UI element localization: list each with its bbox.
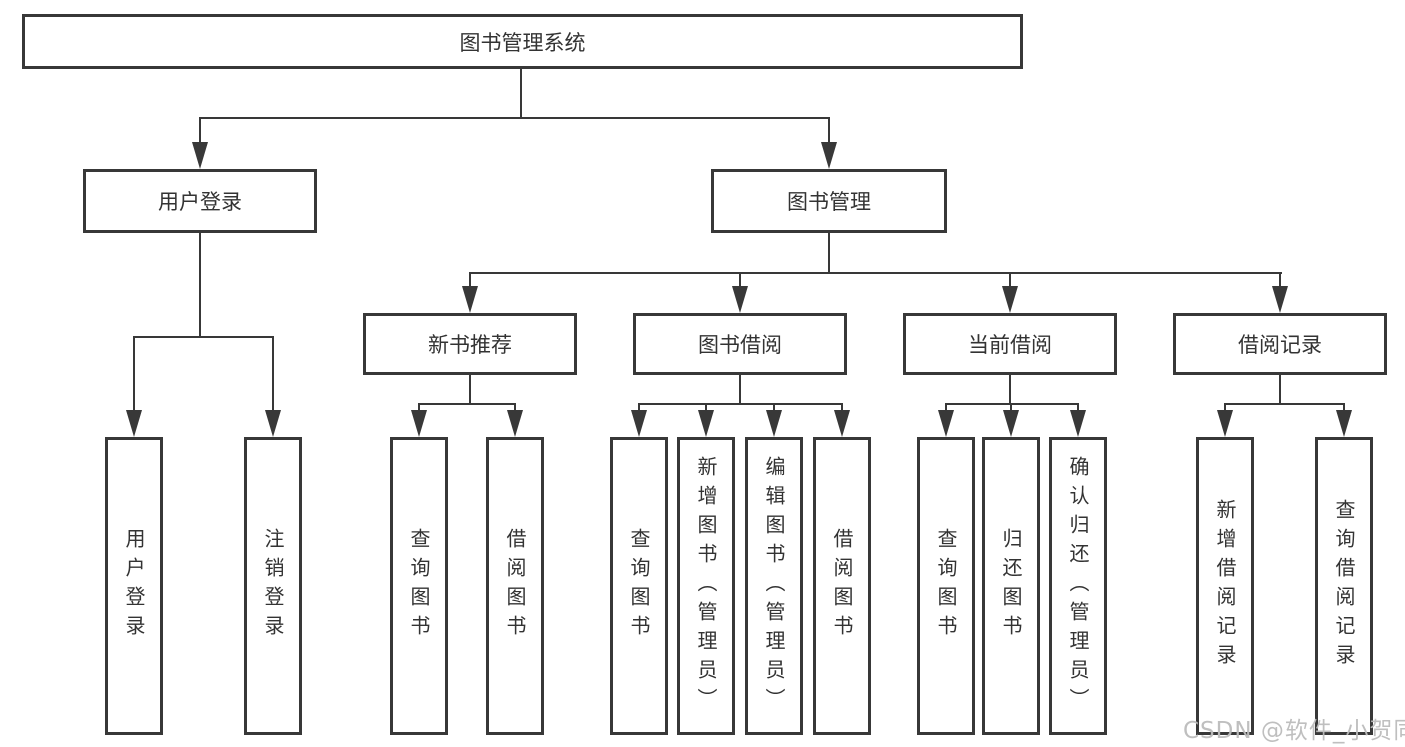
arrow-to-leaf-add-borrow-record xyxy=(1217,410,1233,437)
connector-to-leaf-query-books-borrowing xyxy=(638,403,640,413)
leaf-query-borrow-record: 查询借阅记录 xyxy=(1315,437,1373,735)
connector-to-leaf-query-books-recommend xyxy=(418,403,420,413)
leaf-user-login: 用户登录 xyxy=(105,437,163,735)
connector-to-leaf-add-books xyxy=(705,403,707,413)
connector-book-management-stem xyxy=(828,233,830,274)
connector-to-new-book-recommendation xyxy=(469,272,471,289)
leaf-query-books-recommend: 查询图书 xyxy=(390,437,448,735)
leaf-edit-books-admin: 编辑图书（管理员） xyxy=(745,437,803,735)
node-label: 图书管理 xyxy=(787,190,871,214)
arrow-to-user-login xyxy=(192,142,208,169)
connector-current-rail xyxy=(945,403,1079,405)
connector-borrowing-stem xyxy=(739,375,741,405)
arrow-to-leaf-query-books-current xyxy=(938,410,954,437)
connector-to-current-borrowing xyxy=(1009,272,1011,289)
connector-to-leaf-user-login xyxy=(133,336,135,413)
arrow-to-leaf-confirm-return xyxy=(1070,410,1086,437)
connector-records-stem xyxy=(1279,375,1281,405)
connector-to-book-management xyxy=(828,117,830,144)
leaf-query-books-borrowing: 查询图书 xyxy=(610,437,668,735)
leaf-label: 借阅图书 xyxy=(830,528,854,644)
connector-to-leaf-borrow-books-recommend xyxy=(514,403,516,413)
connector-book-management-rail xyxy=(469,272,1282,274)
connector-to-borrowing-records xyxy=(1279,272,1281,289)
leaf-borrow-books-borrowing: 借阅图书 xyxy=(813,437,871,735)
leaf-label: 新增图书（管理员） xyxy=(694,455,718,717)
connector-to-leaf-edit-books xyxy=(773,403,775,413)
arrow-to-leaf-add-books xyxy=(698,410,714,437)
connector-to-leaf-borrow-books-borrowing xyxy=(841,403,843,413)
leaf-label: 查询图书 xyxy=(934,528,958,644)
connector-user-login-stem xyxy=(199,233,201,338)
arrow-to-leaf-return-books xyxy=(1003,410,1019,437)
leaf-label: 编辑图书（管理员） xyxy=(762,455,786,717)
connector-to-leaf-add-borrow-record xyxy=(1224,403,1226,413)
leaf-confirm-return-admin: 确认归还（管理员） xyxy=(1049,437,1107,735)
connector-to-user-login xyxy=(199,117,201,144)
connector-to-leaf-query-books-current xyxy=(945,403,947,413)
node-library-management-system: 图书管理系统 xyxy=(22,14,1023,69)
node-book-borrowing: 图书借阅 xyxy=(633,313,847,375)
connector-current-stem xyxy=(1009,375,1011,405)
connector-to-leaf-logout xyxy=(272,336,274,413)
leaf-add-borrow-record: 新增借阅记录 xyxy=(1196,437,1254,735)
arrow-to-leaf-borrow-books-borrowing xyxy=(834,410,850,437)
node-label: 当前借阅 xyxy=(968,333,1052,357)
arrow-to-new-book-recommendation xyxy=(462,286,478,313)
arrow-to-book-management xyxy=(821,142,837,169)
leaf-add-books-admin: 新增图书（管理员） xyxy=(677,437,735,735)
node-label: 借阅记录 xyxy=(1238,333,1322,357)
node-current-borrowing: 当前借阅 xyxy=(903,313,1117,375)
connector-user-login-rail xyxy=(133,336,274,338)
leaf-borrow-books-recommend: 借阅图书 xyxy=(486,437,544,735)
leaf-label: 确认归还（管理员） xyxy=(1066,455,1090,717)
leaf-label: 查询图书 xyxy=(627,528,651,644)
leaf-label: 查询图书 xyxy=(407,528,431,644)
arrow-to-book-borrowing xyxy=(732,286,748,313)
node-label: 新书推荐 xyxy=(428,333,512,357)
connector-root-rail xyxy=(199,117,830,119)
arrow-to-leaf-query-books-borrowing xyxy=(631,410,647,437)
leaf-label: 注销登录 xyxy=(261,528,285,644)
leaf-label: 归还图书 xyxy=(999,528,1023,644)
node-label: 图书借阅 xyxy=(698,333,782,357)
arrow-to-leaf-query-books-recommend xyxy=(411,410,427,437)
connector-to-leaf-confirm-return xyxy=(1077,403,1079,413)
connector-root-stem xyxy=(520,69,522,117)
leaf-return-books: 归还图书 xyxy=(982,437,1040,735)
leaf-label: 查询借阅记录 xyxy=(1332,499,1356,673)
arrow-to-leaf-logout xyxy=(265,410,281,437)
watermark-csdn: CSDN @软件_小贺同学 xyxy=(1183,718,1405,744)
connector-recommend-stem xyxy=(469,375,471,405)
connector-recommend-rail xyxy=(418,403,516,405)
connector-to-leaf-return-books xyxy=(1010,403,1012,413)
connector-records-rail xyxy=(1224,403,1345,405)
node-borrowing-records: 借阅记录 xyxy=(1173,313,1387,375)
arrow-to-borrowing-records xyxy=(1272,286,1288,313)
leaf-label: 借阅图书 xyxy=(503,528,527,644)
arrow-to-leaf-query-borrow-record xyxy=(1336,410,1352,437)
node-new-book-recommendation: 新书推荐 xyxy=(363,313,577,375)
arrow-to-leaf-edit-books xyxy=(766,410,782,437)
node-user-login: 用户登录 xyxy=(83,169,317,233)
connector-to-leaf-query-borrow-record xyxy=(1343,403,1345,413)
node-label: 用户登录 xyxy=(158,190,242,214)
leaf-label: 用户登录 xyxy=(122,528,146,644)
leaf-label: 新增借阅记录 xyxy=(1213,499,1237,673)
connector-to-book-borrowing xyxy=(739,272,741,289)
leaf-logout: 注销登录 xyxy=(244,437,302,735)
arrow-to-current-borrowing xyxy=(1002,286,1018,313)
arrow-to-leaf-user-login xyxy=(126,410,142,437)
node-label: 图书管理系统 xyxy=(459,30,586,55)
node-book-management: 图书管理 xyxy=(711,169,947,233)
leaf-query-books-current: 查询图书 xyxy=(917,437,975,735)
arrow-to-leaf-borrow-books-recommend xyxy=(507,410,523,437)
connector-borrowing-rail xyxy=(638,403,843,405)
